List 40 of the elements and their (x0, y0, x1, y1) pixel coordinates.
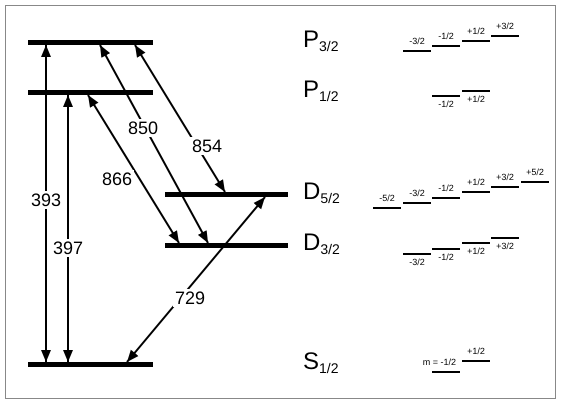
double-arrow (63, 95, 73, 362)
energy-level-bar (28, 90, 153, 95)
quantum-number-label: +1/2 (467, 247, 485, 256)
edge-label: 393 (28, 191, 64, 209)
quantum-number-label: +1/2 (467, 347, 485, 356)
double-arrow (126, 196, 266, 363)
level-label: P$_{1/2}$ (303, 78, 338, 102)
quantum-number-label: +3/2 (496, 22, 514, 31)
edge-label: 729 (172, 289, 208, 307)
edge-label: 397 (50, 239, 86, 257)
quantum-number-label: +5/2 (526, 168, 544, 177)
energy-level-bar (28, 40, 153, 45)
level-label: D$_{3/2}$ (303, 231, 340, 255)
energy-level-bar (165, 192, 288, 197)
double-arrow (134, 44, 226, 193)
double-arrow (87, 94, 180, 244)
edge-label: 850 (126, 119, 160, 137)
edge-label: 866 (100, 170, 134, 188)
quantum-number-label: -1/2 (438, 253, 454, 262)
quantum-number-label: +1/2 (467, 178, 485, 187)
quantum-number-label: +1/2 (467, 95, 485, 104)
energy-level-bar (28, 362, 153, 367)
quantum-number-label: +3/2 (496, 173, 514, 182)
quantum-number-label: -3/2 (409, 189, 425, 198)
quantum-number-label: -3/2 (409, 258, 425, 267)
quantum-number-label: -3/2 (409, 37, 425, 46)
double-arrow (41, 45, 51, 362)
quantum-number-label: +3/2 (496, 242, 514, 251)
quantum-number-label: -5/2 (379, 194, 395, 203)
double-arrow (99, 44, 209, 244)
quantum-number-label: m = -1/2 (422, 358, 456, 367)
edge-label: 854 (190, 137, 224, 155)
quantum-number-label: -1/2 (438, 32, 454, 41)
quantum-number-label: -1/2 (438, 100, 454, 109)
quantum-number-label: +1/2 (467, 27, 485, 36)
level-label: P$_{3/2}$ (303, 28, 338, 52)
level-label: S$_{1/2}$ (303, 350, 338, 374)
level-label: D$_{5/2}$ (303, 180, 340, 204)
quantum-number-label: -1/2 (438, 184, 454, 193)
energy-level-bar (165, 243, 288, 248)
